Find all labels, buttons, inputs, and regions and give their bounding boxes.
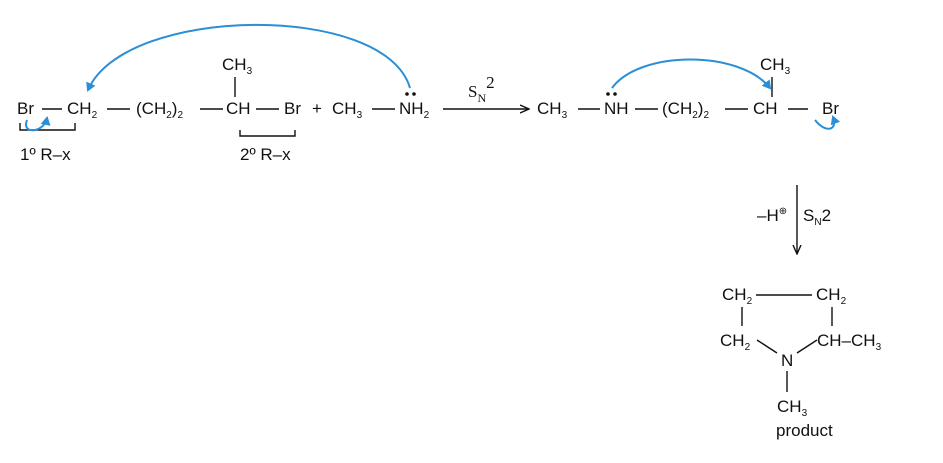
- amine-nh2: NH2: [399, 99, 430, 121]
- deprotonation-label: –H⊕: [757, 206, 787, 225]
- reactant-br-left: Br: [17, 99, 34, 118]
- intramolecular-attack-arrow: [611, 58, 772, 90]
- ring-ch2-top-right: CH2: [816, 285, 847, 307]
- product-caption: product: [776, 421, 833, 440]
- reactant-chain: (CH2)2: [136, 99, 183, 121]
- lone-pair-dot: [613, 92, 617, 96]
- lone-pair-dot: [412, 92, 416, 96]
- reactant-dibromide: Br CH2 (CH2)2 CH3 CH Br 1º R–x 2º R–x: [17, 55, 301, 164]
- ring-nitrogen: N: [781, 351, 793, 370]
- bromide-leaving-arrow: [814, 115, 841, 130]
- reactant-ch2: CH2: [67, 99, 98, 121]
- lone-pair-dot: [405, 92, 409, 96]
- product-pyrrolidine: CH2 CH2 CH2 CH–CH3 N CH3 product: [720, 285, 882, 440]
- ring-ch2-top-left: CH2: [722, 285, 753, 307]
- cyclization-arrow: –H⊕ SN2: [757, 185, 831, 253]
- intermediate-nh: NH: [604, 99, 629, 118]
- bond: [796, 339, 818, 354]
- sn2-down-label: SN2: [803, 206, 831, 228]
- intermediate-chain: (CH2)2: [662, 99, 709, 121]
- sn2-label: SN2: [468, 73, 495, 105]
- primary-bracket: [19, 123, 76, 131]
- nucleophilic-attack-arrow: [86, 23, 411, 92]
- reactant-methyl: CH3: [222, 55, 253, 77]
- bond: [756, 339, 778, 354]
- intermediate-ch: CH: [753, 99, 778, 118]
- intermediate-ch3: CH3: [537, 99, 568, 121]
- leaving-group-arrow: [25, 116, 51, 132]
- lone-pair-dot: [606, 92, 610, 96]
- primary-halide-label: 1º R–x: [20, 145, 71, 164]
- intermediate-br: Br: [822, 99, 839, 118]
- secondary-halide-label: 2º R–x: [240, 145, 291, 164]
- n-methyl: CH3: [777, 397, 808, 419]
- reactant-ch: CH: [226, 99, 251, 118]
- methylamine: CH3 NH2: [332, 92, 430, 121]
- ring-ch2-bottom-left: CH2: [720, 331, 751, 353]
- sn2-reaction-arrow: SN2: [443, 73, 528, 109]
- ring-ch-methyl: CH–CH3: [817, 331, 882, 353]
- secondary-bracket: [239, 130, 296, 137]
- intermediate: CH3 NH (CH2)2 CH3 CH Br: [537, 55, 839, 121]
- reactant-br-right: Br: [284, 99, 301, 118]
- plus-sign: +: [312, 99, 322, 118]
- amine-ch3: CH3: [332, 99, 363, 121]
- intermediate-methyl: CH3: [760, 55, 791, 77]
